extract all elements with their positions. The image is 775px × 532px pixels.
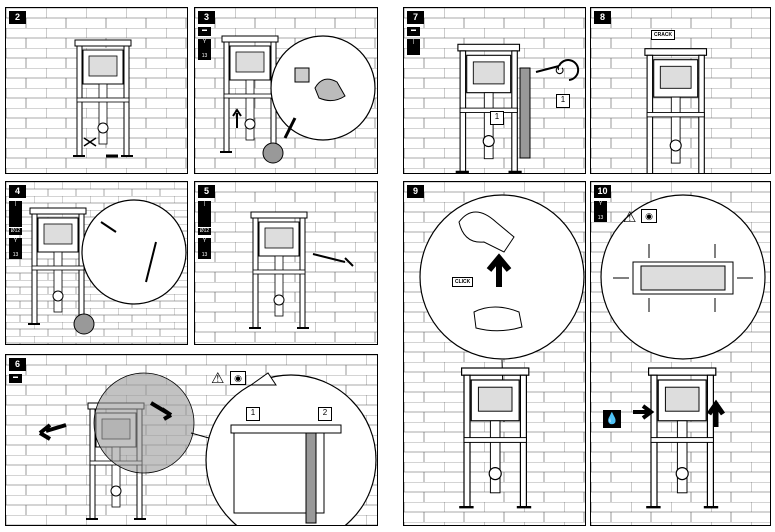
warning-icon: ⚠ xyxy=(623,209,637,226)
step-3-illustration xyxy=(195,8,377,173)
step-number: 6 xyxy=(9,358,26,371)
step-10-panel: 10 Y 13 ⚠ ◉ 💧 xyxy=(590,181,771,526)
drill-icon: | xyxy=(9,201,22,227)
step-8-panel: 8 CRACK xyxy=(590,7,771,174)
wrench-icon: Y xyxy=(198,238,211,252)
step-number: 3 xyxy=(198,11,215,24)
step-6-panel: 6 ▬ ⚠ ◉ 1 2 xyxy=(5,354,378,526)
rotate-arrow-icon: ↻ xyxy=(554,63,565,78)
callout-2: 2 xyxy=(318,407,332,421)
crack-label: CRACK xyxy=(651,30,676,40)
step-number: 8 xyxy=(594,11,611,24)
step-7-illustration xyxy=(404,8,585,173)
callout-1: 1 xyxy=(246,407,260,421)
step-number: 9 xyxy=(407,185,424,198)
step-number: 5 xyxy=(198,185,215,198)
wrench-icon: Y xyxy=(594,201,607,215)
warning-icon: ⚠ xyxy=(211,370,225,387)
step-5-illustration xyxy=(195,182,377,344)
step-5-panel: 5 | Ø12 Y 13 xyxy=(194,181,378,345)
drill-bit-size: Ø12 xyxy=(198,228,211,235)
step-4-illustration xyxy=(6,182,187,344)
step-number: 10 xyxy=(594,185,611,198)
water-drop-icon: 💧 xyxy=(603,410,621,428)
step-6-illustration xyxy=(6,355,377,525)
drill-bit-size: Ø12 xyxy=(9,228,22,235)
level-icon: ▬ xyxy=(407,27,420,36)
step-2-illustration xyxy=(6,8,187,173)
wrench-size: 13 xyxy=(9,252,22,259)
step-4-panel: 4 | Ø12 Y 13 xyxy=(5,181,188,345)
wrench-icon: Y xyxy=(9,238,22,252)
step-2-panel: 2 xyxy=(5,7,188,174)
wrench-size: 13 xyxy=(198,53,211,60)
step-9-panel: 9 CLICK xyxy=(403,181,586,526)
drill-icon: | xyxy=(407,39,420,55)
level-icon: ▬ xyxy=(198,27,211,36)
step-10-illustration xyxy=(591,182,770,525)
wrench-size: 13 xyxy=(594,215,607,222)
click-label: CLICK xyxy=(452,277,474,287)
wrench-size: 13 xyxy=(198,252,211,259)
step-9-illustration xyxy=(404,182,585,525)
drill-icon: | xyxy=(198,201,211,227)
step-3-panel: 3 ▬ Y 13 xyxy=(194,7,378,174)
step-number: 2 xyxy=(9,11,26,24)
eye-icon: ◉ xyxy=(641,209,657,223)
step-number: 4 xyxy=(9,185,26,198)
level-icon: ▬ xyxy=(9,374,22,383)
eye-icon: ◉ xyxy=(230,371,246,385)
step-7-panel: 7 ▬ | ↻ 1 1 xyxy=(403,7,586,174)
callout-1: 1 xyxy=(490,111,504,125)
wrench-icon: Y xyxy=(198,39,211,53)
step-8-illustration xyxy=(591,8,770,173)
callout-1-b: 1 xyxy=(556,94,570,108)
step-number: 7 xyxy=(407,11,424,24)
